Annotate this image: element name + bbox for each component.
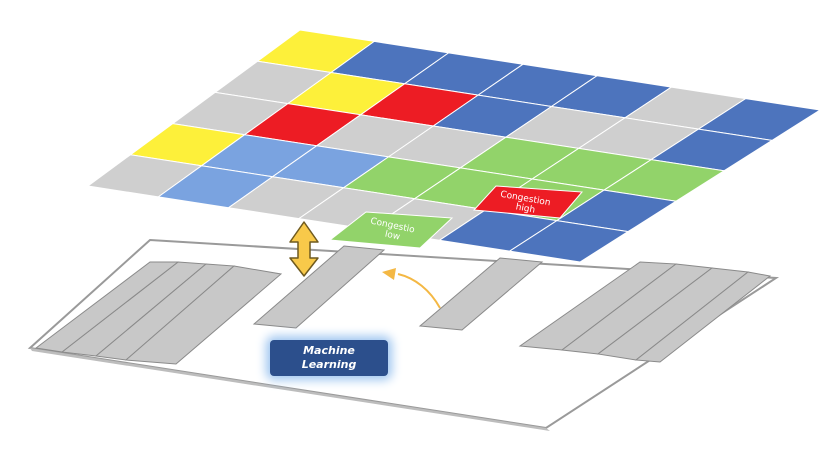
floor-shadow: [30, 348, 550, 431]
congestion-low-cell: Congestio low: [328, 211, 454, 249]
double-arrow-icon: [289, 221, 319, 277]
shelf-middle-2: [418, 257, 544, 331]
congestion-high-label-2: high: [515, 202, 536, 215]
ml-label-line2: Learning: [301, 358, 357, 371]
shelf-middle-1: [252, 245, 386, 329]
shelf: [34, 261, 180, 353]
shelf: [634, 271, 772, 363]
congestion-low-label-2: low: [384, 230, 401, 243]
congestion-high-cell: Congestion high: [472, 185, 584, 219]
shelf: [124, 265, 283, 365]
shelf-block-left: [34, 261, 283, 365]
ml-label-line1: Machine: [303, 344, 355, 357]
congestion-grid: [86, 29, 822, 263]
path-arrow: [397, 273, 441, 309]
machine-learning-box: Machine Learning: [270, 340, 388, 376]
grid-cell-blue: [508, 220, 630, 263]
shelf-block-right: [518, 261, 772, 363]
path-arrowhead: [382, 268, 396, 280]
